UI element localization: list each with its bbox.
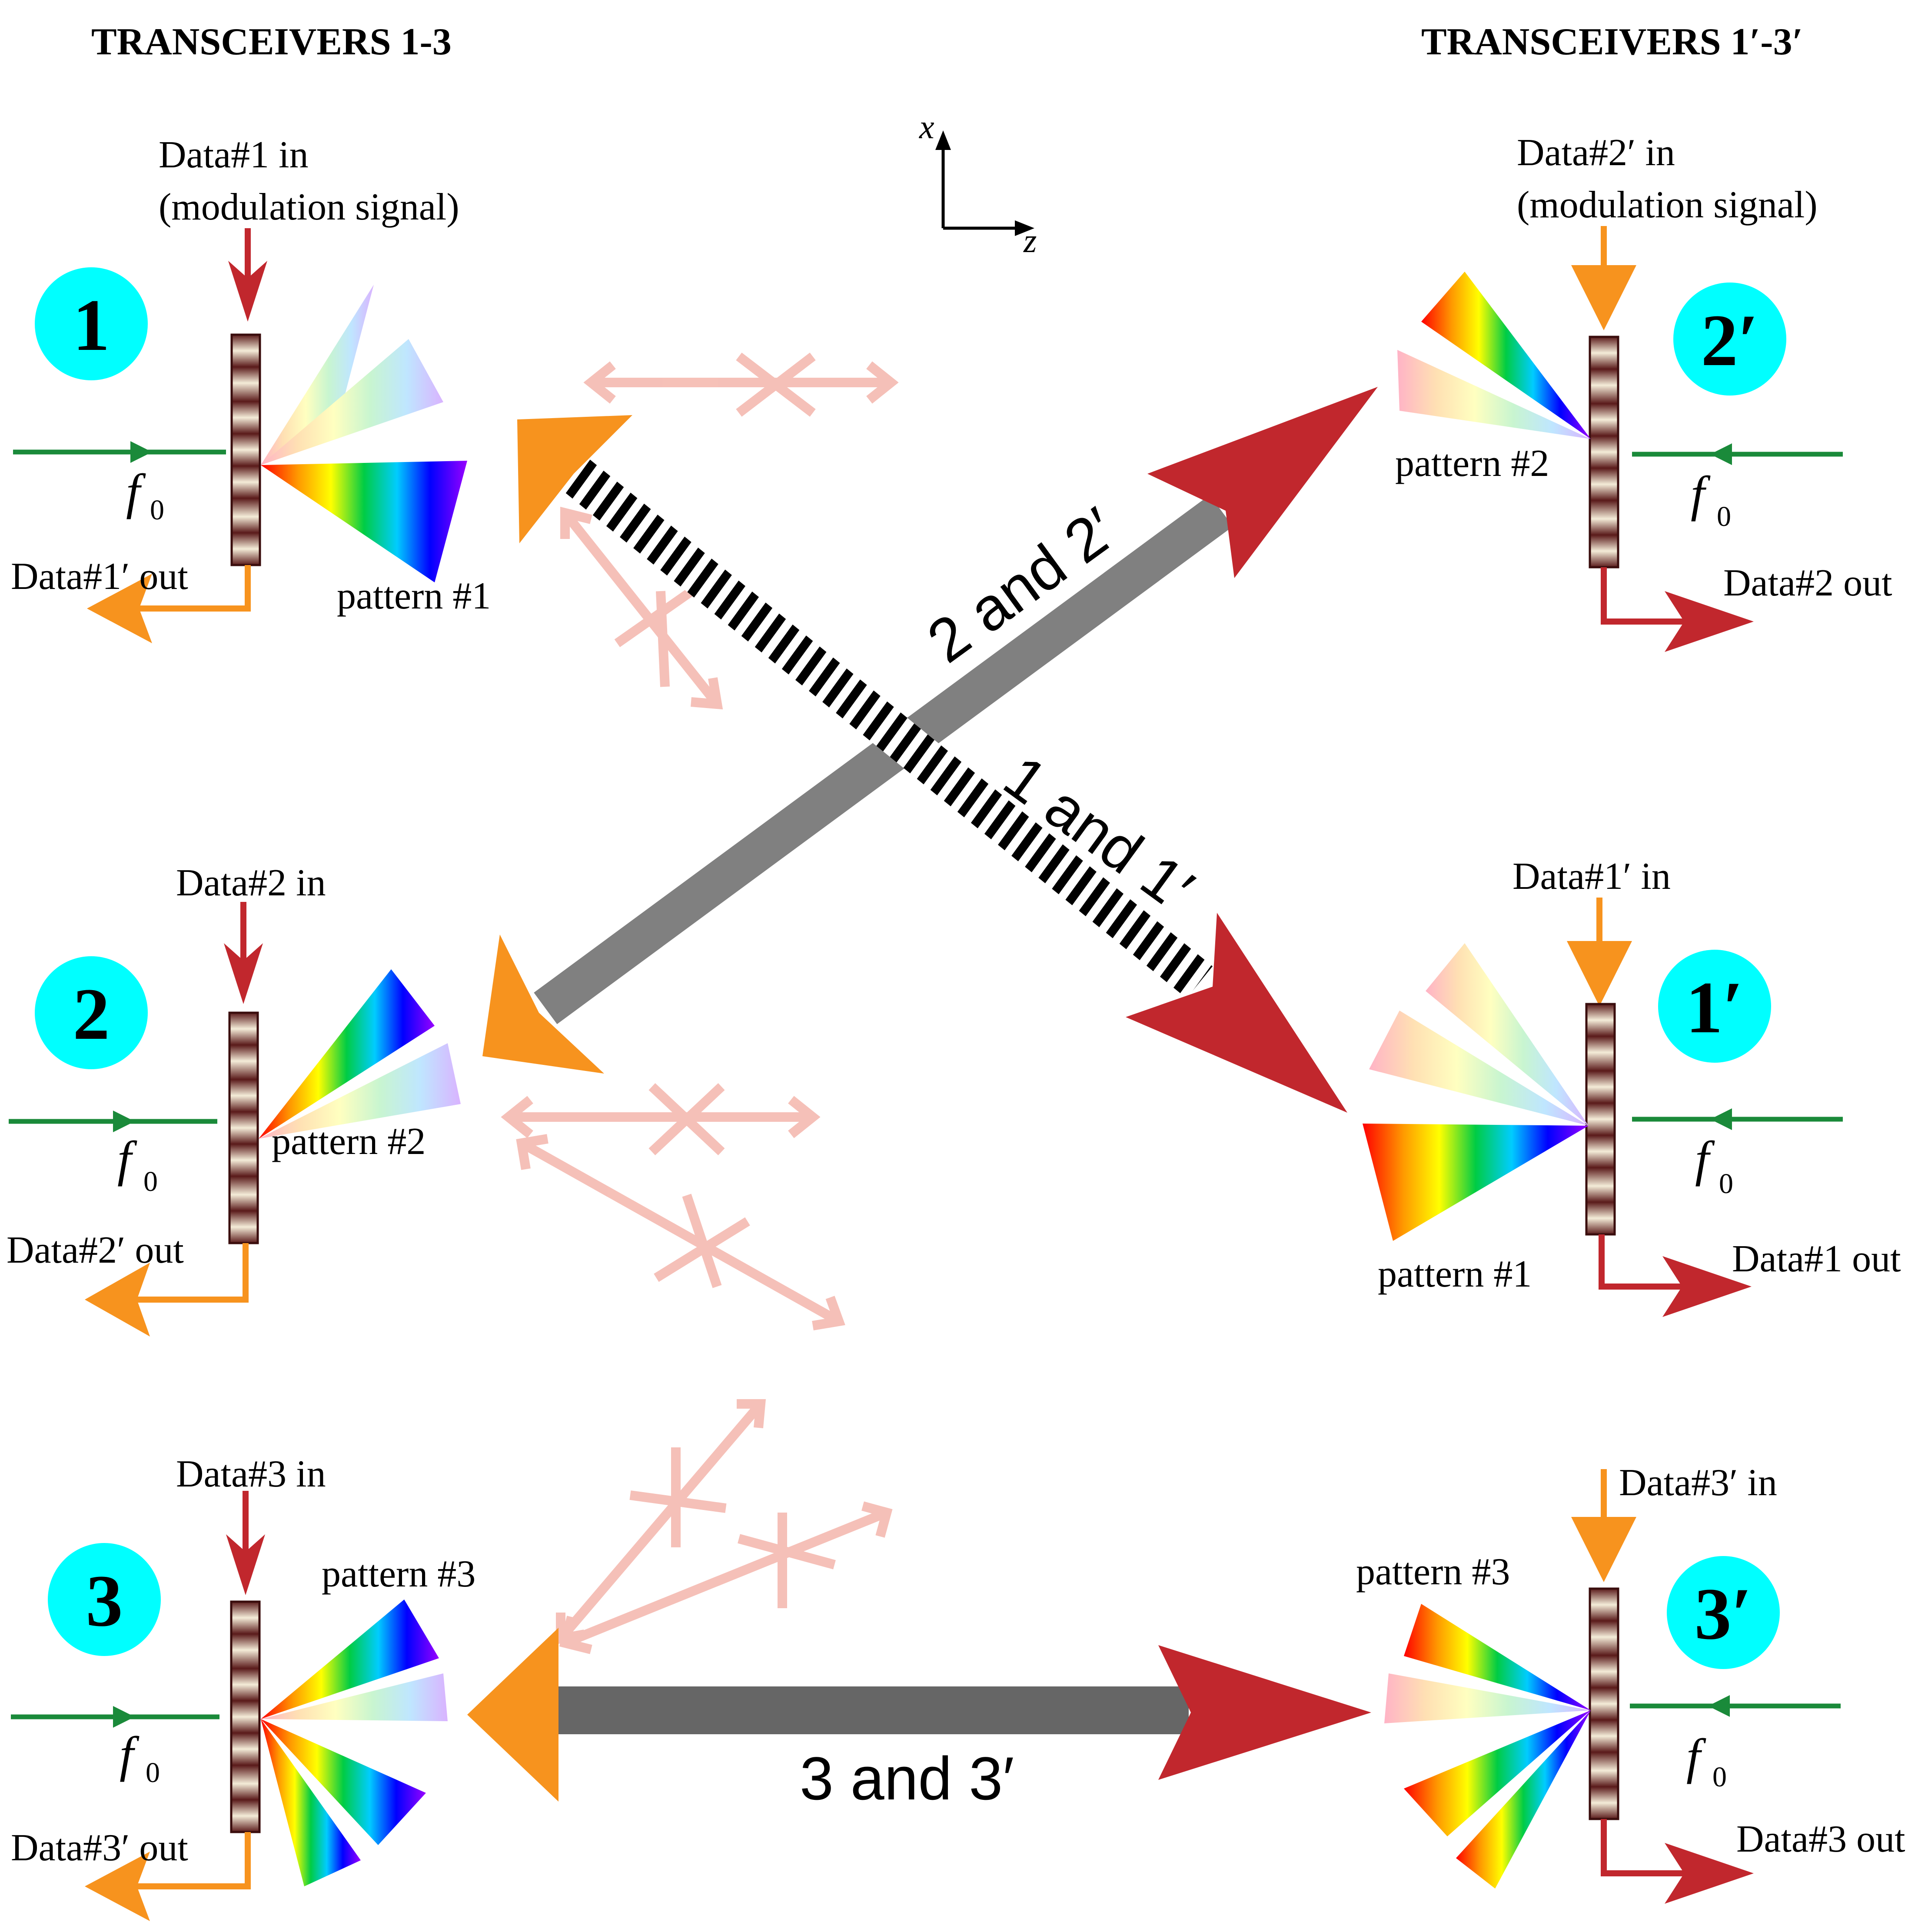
- data-in-2: Data#2 in: [176, 862, 326, 904]
- pattern-1-prime-label: pattern #1: [1378, 1253, 1532, 1295]
- freq-1-prime: f: [1695, 1131, 1715, 1187]
- badge-2: [35, 956, 148, 1069]
- badge-1: [35, 267, 148, 380]
- beam-fan-2b: [259, 1043, 461, 1139]
- z-axis-label: z: [1023, 222, 1037, 259]
- axes-indicator: x z: [919, 108, 1037, 259]
- transceiver-2-prime: 2′ Data#2′ in (modulation signal) f 0 Da…: [1395, 132, 1892, 652]
- badge-1-prime: [1658, 950, 1771, 1063]
- pattern-2-prime-label: pattern #2: [1395, 442, 1549, 485]
- freq-1-sub: 0: [150, 494, 164, 526]
- badge-2-prime-label: 2′: [1701, 299, 1759, 381]
- data-in-1: Data#1 in: [159, 134, 309, 176]
- freq-3-prime-sub: 0: [1712, 1761, 1727, 1793]
- freq-2-prime: f: [1691, 466, 1711, 522]
- data-in-3-prime: Data#3′ in: [1619, 1462, 1777, 1504]
- beam-fan-1p-b: [1369, 1011, 1589, 1126]
- beam-fan-3p-d: [1456, 1710, 1591, 1889]
- beam-fan-1p-a: [1426, 943, 1589, 1126]
- data-in-1-sub: (modulation signal): [159, 186, 459, 228]
- freq-3-prime: f: [1686, 1729, 1706, 1785]
- freq-1-prime-sub: 0: [1719, 1168, 1733, 1200]
- data-in-3: Data#3 in: [176, 1453, 326, 1495]
- beam-fan-3c: [261, 1719, 426, 1845]
- metasurface-1-prime: [1585, 1003, 1616, 1236]
- badge-3: [48, 1543, 161, 1656]
- data-out-2: Data#2′ out: [7, 1229, 184, 1271]
- beam-fan-3p-a: [1404, 1604, 1591, 1710]
- metasurface-1: [230, 333, 261, 566]
- x-axis-label: x: [919, 108, 934, 146]
- link-2-beam: [482, 387, 1378, 1074]
- beam-fan-3a: [261, 1599, 439, 1719]
- freq-2: f: [117, 1131, 137, 1187]
- pattern-3-prime-label: pattern #3: [1356, 1551, 1510, 1593]
- metasurface-2-prime: [1589, 336, 1619, 569]
- beam-fan-1a: [261, 285, 374, 465]
- data-out-3: Data#3′ out: [11, 1827, 188, 1869]
- freq-3: f: [120, 1727, 140, 1782]
- beam-fan-3d: [261, 1719, 361, 1886]
- beam-fan-3b: [261, 1673, 448, 1721]
- left-header: TRANSCEIVERS 1-3: [91, 21, 452, 63]
- beam-fan-2p-b: [1397, 350, 1591, 439]
- beam-fan-2p-a: [1421, 272, 1591, 439]
- badge-1-prime-label: 1′: [1686, 967, 1744, 1048]
- transceiver-1-prime: 1′ Data#1′ in f 0 Data#1 out pattern #1: [1363, 855, 1901, 1317]
- badge-3-prime: [1667, 1556, 1780, 1669]
- beam-fan-3p-c: [1404, 1710, 1591, 1836]
- metasurface-3: [230, 1600, 261, 1833]
- data-in-2-prime-sub: (modulation signal): [1517, 184, 1818, 226]
- transceiver-3: 3 Data#3 in f 0 Data#3′ out pattern #3: [11, 1453, 475, 1921]
- badge-3-label: 3: [86, 1560, 123, 1642]
- data-out-2-prime: Data#2 out: [1723, 562, 1892, 604]
- metasurface-2: [228, 1011, 259, 1244]
- freq-1: f: [126, 464, 146, 520]
- pattern-2-label: pattern #2: [272, 1121, 425, 1163]
- beam-fan-3p-b: [1384, 1673, 1591, 1723]
- freq-2-prime-sub: 0: [1717, 501, 1731, 532]
- metasurface-3-prime: [1589, 1587, 1619, 1820]
- freq-3-sub: 0: [146, 1757, 160, 1789]
- data-out-1: Data#1′ out: [11, 555, 188, 598]
- blocked-paths: [501, 352, 899, 1654]
- beam-fan-1b: [261, 339, 443, 465]
- data-in-2-prime: Data#2′ in: [1517, 132, 1675, 174]
- beam-fan-1p-c: [1363, 1124, 1589, 1241]
- data-out-3-prime: Data#3 out: [1736, 1818, 1905, 1860]
- pattern-1-label: pattern #1: [337, 575, 491, 617]
- badge-2-prime: [1673, 283, 1786, 396]
- data-in-1-prime: Data#1′ in: [1512, 855, 1671, 898]
- link-3-beam: [467, 1628, 1371, 1802]
- badge-1-label: 1: [73, 284, 110, 366]
- data-out-1-prime: Data#1 out: [1732, 1238, 1901, 1280]
- badge-3-prime-label: 3′: [1695, 1573, 1752, 1655]
- freq-2-sub: 0: [143, 1166, 158, 1197]
- transceiver-3-prime: 3′ Data#3′ in f 0 Data#3 out pattern #3: [1356, 1462, 1905, 1904]
- pattern-3-label: pattern #3: [322, 1553, 475, 1595]
- link-3-label: 3 and 3′: [800, 1744, 1014, 1812]
- beam-fan-1c: [261, 461, 467, 582]
- link-1-beam: [517, 415, 1347, 1113]
- badge-2-label: 2: [73, 973, 110, 1055]
- right-header: TRANSCEIVERS 1′-3′: [1421, 21, 1803, 63]
- transceiver-1: 1 Data#1 in (modulation signal) f 0 Data…: [11, 134, 491, 643]
- beam-fan-2a: [259, 969, 435, 1139]
- transceiver-2: 2 Data#2 in f 0 Data#2′ out pattern #2: [7, 862, 461, 1337]
